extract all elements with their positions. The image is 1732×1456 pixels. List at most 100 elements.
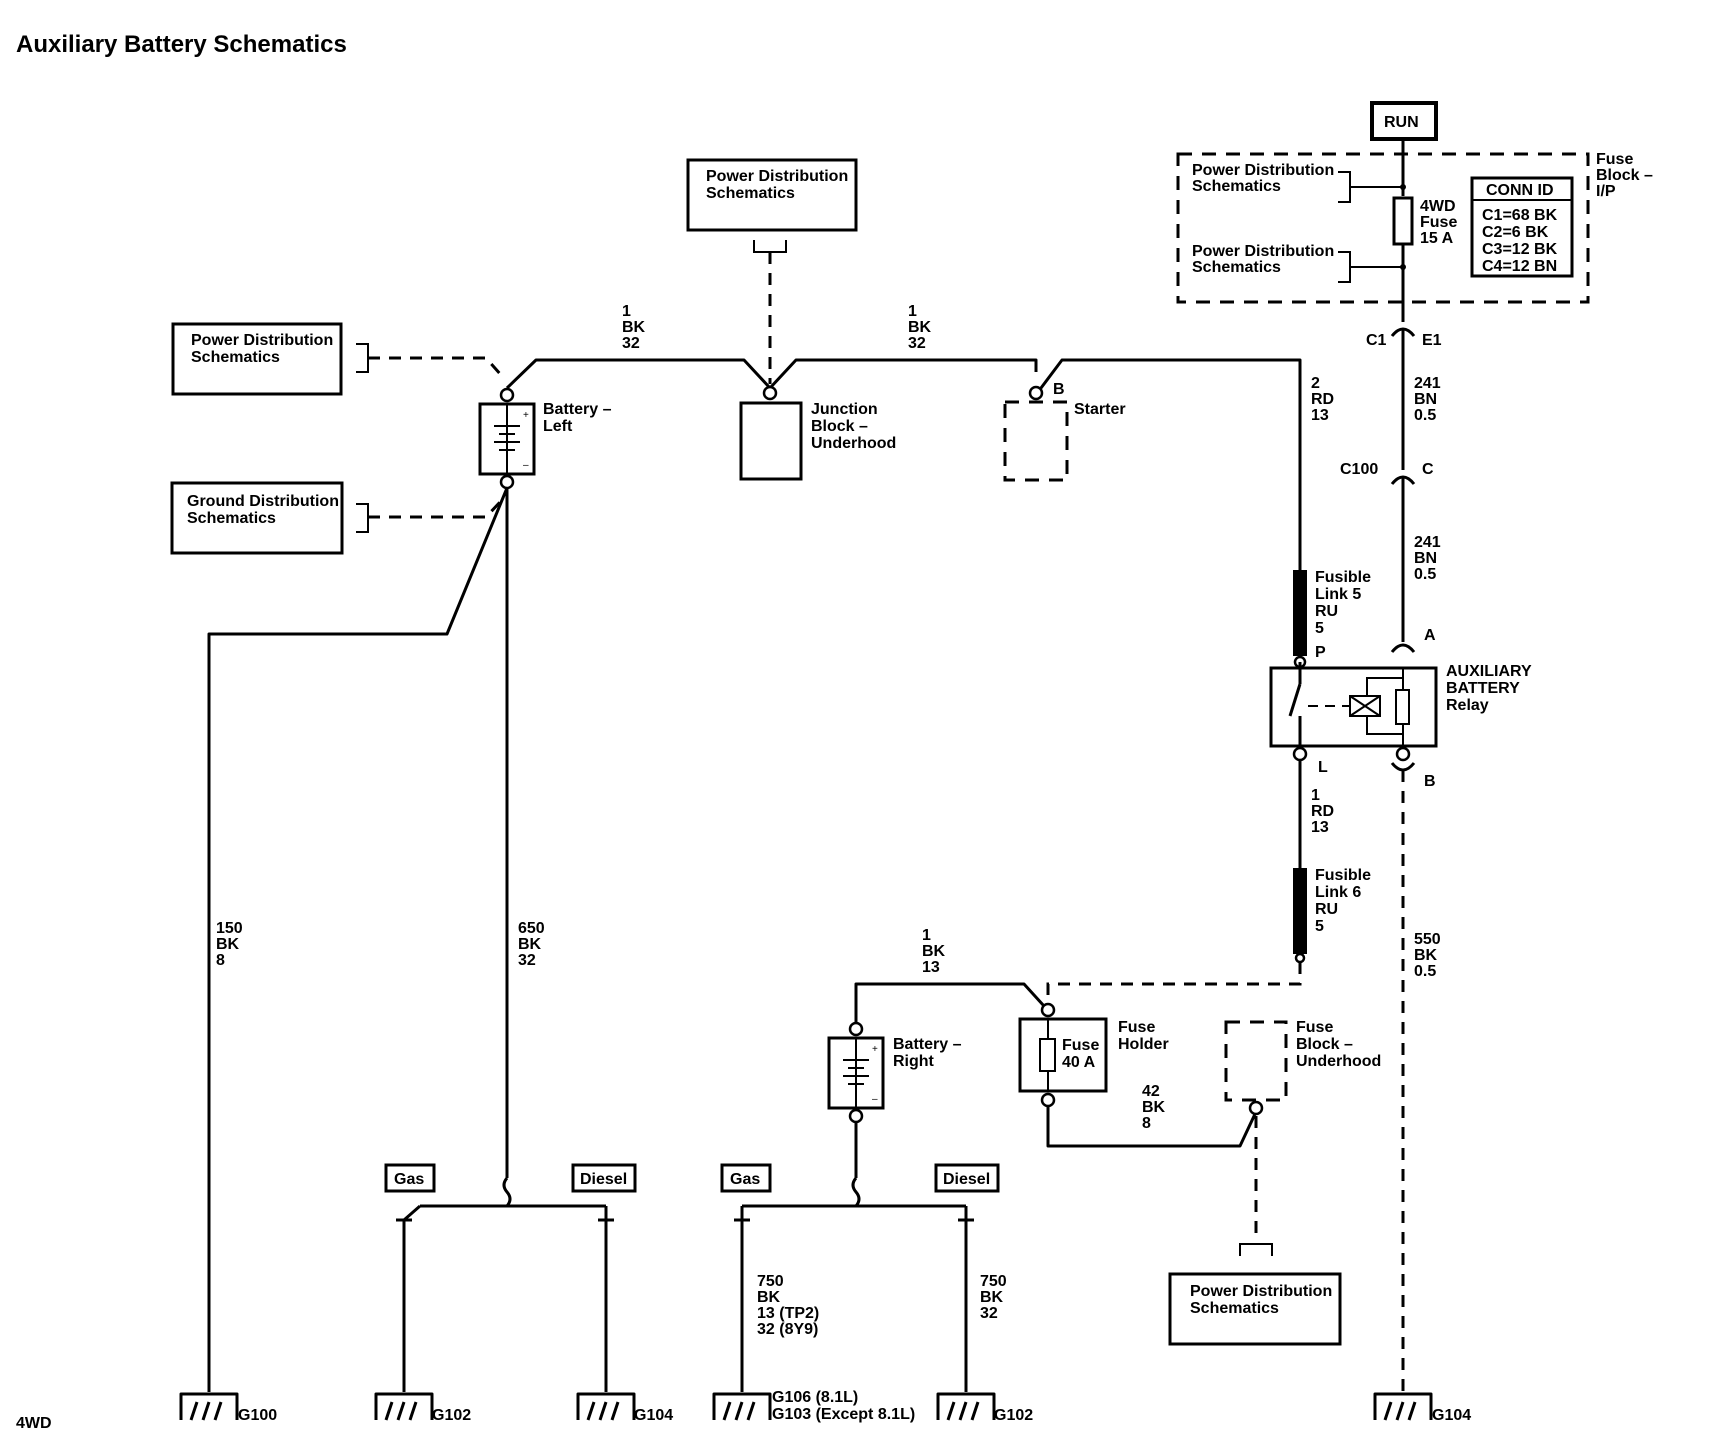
junction-block-underhood[interactable] — [739, 385, 803, 481]
wire-fl6-to-fuse-holder — [1046, 962, 1302, 998]
starter-label: Starter — [1074, 401, 1126, 418]
connector-a-label: A — [1424, 627, 1436, 644]
connector-c1-e1 — [1390, 327, 1416, 337]
pd-ref-fb1-bracket — [1338, 171, 1351, 203]
connector-b — [1390, 762, 1416, 772]
splice-left-wiggle — [502, 1177, 512, 1207]
variant-label: 4WD — [16, 1415, 52, 1432]
starter-pin-b: B — [1053, 381, 1065, 398]
ground-g106-symbol — [712, 1392, 772, 1421]
svg-text:Gas: Gas — [394, 1171, 424, 1188]
option-gas-left: Gas — [384, 1163, 436, 1193]
wire-42-bk-8 — [1046, 1106, 1257, 1148]
ground-g100-symbol — [179, 1392, 239, 1421]
wire-to-g104a — [598, 1206, 614, 1392]
run-indicator: RUN — [1370, 101, 1438, 141]
fuse-block-underhood[interactable] — [1224, 1020, 1288, 1116]
auxiliary-battery-relay[interactable] — [1269, 662, 1438, 762]
gd-ref-left-bracket — [356, 503, 369, 533]
wire-starter-to-fl5 — [1036, 358, 1302, 570]
wire-bus-left — [505, 358, 772, 390]
fuse-holder[interactable] — [1018, 1002, 1108, 1108]
svg-text:C4=12 BN: C4=12 BN — [1482, 258, 1557, 275]
battery-right[interactable]: + – — [827, 1021, 885, 1124]
wire-to-g102a — [396, 1204, 421, 1392]
pd-ref-left-bracket — [356, 343, 369, 373]
svg-text:–: – — [523, 460, 529, 471]
ground-g102b-symbol — [936, 1392, 996, 1421]
pd-ref-left-link — [368, 356, 504, 377]
option-diesel-left: Diesel — [571, 1163, 637, 1193]
svg-text:Diesel: Diesel — [580, 1171, 627, 1188]
pd-ref-bottom-bracket — [1239, 1243, 1273, 1256]
wire-bus-right — [768, 358, 1038, 390]
fuse-block-ip[interactable] — [1176, 152, 1590, 304]
ground-g104a-symbol — [576, 1392, 636, 1421]
fusible-link-5[interactable] — [1293, 570, 1307, 669]
ground-g104b-symbol — [1373, 1392, 1433, 1421]
connector-c: C — [1422, 461, 1434, 478]
battery-left[interactable]: + – — [478, 387, 536, 490]
connector-p: P — [1315, 644, 1326, 661]
conn-id-table: CONN ID C1=68 BK C2=6 BK C3=12 BK C4=12 … — [1470, 176, 1574, 278]
battery-left-label: Battery –Left — [543, 401, 612, 435]
page-title: Auxiliary Battery Schematics — [16, 31, 347, 58]
battery-right-label: Battery –Right — [893, 1036, 962, 1070]
svg-text:C3=12 BK: C3=12 BK — [1482, 241, 1558, 258]
option-diesel-right: Diesel — [934, 1163, 1000, 1193]
connector-c100 — [1390, 475, 1416, 485]
connector-a — [1390, 643, 1416, 653]
wire-to-g106 — [734, 1206, 750, 1392]
svg-text:Gas: Gas — [730, 1171, 760, 1188]
svg-text:CONN ID: CONN ID — [1486, 182, 1554, 199]
gd-ref-left-link — [368, 498, 504, 519]
ground-g106-label: G106 (8.1L)G103 (Except 8.1L) — [772, 1389, 915, 1423]
svg-text:RUN: RUN — [1384, 114, 1419, 131]
wire-to-g102b — [958, 1206, 974, 1392]
starter[interactable] — [1003, 385, 1069, 482]
splice-right-wiggle — [851, 1177, 861, 1207]
wire-150-bk-8 — [207, 487, 509, 1392]
ground-g102a-label: G102 — [432, 1407, 471, 1424]
ground-g100-label: G100 — [238, 1407, 277, 1424]
fuse-4wd-15a[interactable] — [1392, 196, 1414, 246]
connector-b-label: B — [1424, 773, 1436, 790]
ground-g104b-label: G104 — [1432, 1407, 1471, 1424]
pd-ref-top-bracket — [753, 240, 787, 253]
connector-c100-label: C100 — [1340, 461, 1378, 478]
fusible-link-6[interactable] — [1293, 868, 1307, 964]
svg-text:+: + — [872, 1044, 878, 1055]
ground-g102b-label: G102 — [994, 1407, 1033, 1424]
pd-ref-fb2-bracket — [1338, 251, 1351, 283]
option-gas-right: Gas — [720, 1163, 772, 1193]
svg-text:+: + — [523, 410, 529, 421]
